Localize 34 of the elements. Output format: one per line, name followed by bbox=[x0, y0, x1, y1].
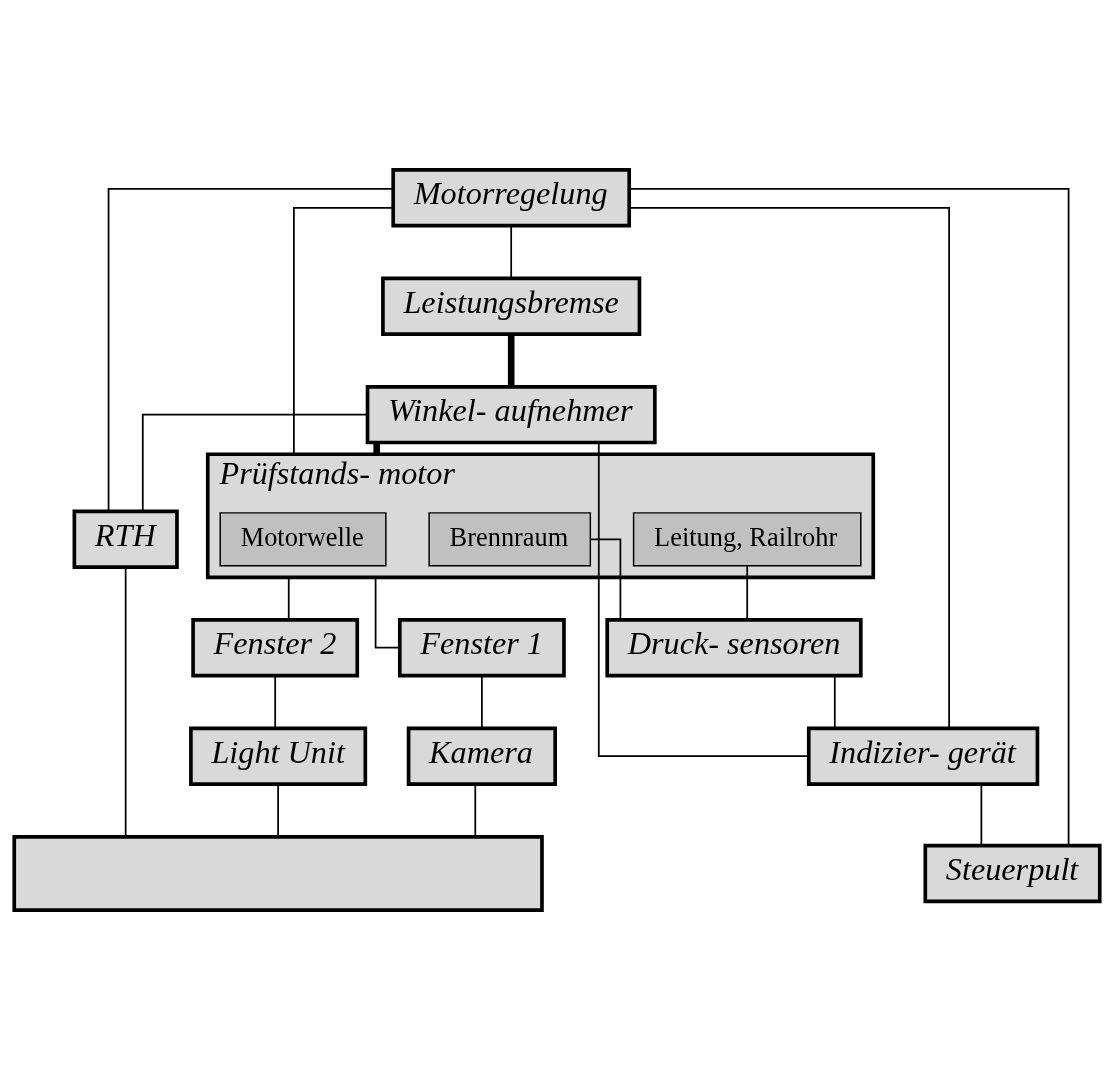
node-box: Light Unit bbox=[189, 726, 368, 786]
node-box: Fenster 2 bbox=[191, 617, 360, 677]
connector bbox=[107, 187, 394, 512]
connector bbox=[597, 441, 810, 757]
connector bbox=[628, 206, 950, 729]
connector bbox=[474, 783, 477, 837]
node-box bbox=[12, 834, 544, 912]
node-box: Motorregelung bbox=[391, 167, 632, 227]
node-box: Leitung, Railrohr bbox=[632, 511, 862, 566]
connector bbox=[274, 674, 277, 729]
node-box: Fenster 1 bbox=[397, 617, 566, 677]
node-box: Brennraum bbox=[428, 511, 592, 566]
connector bbox=[980, 783, 983, 846]
connector bbox=[481, 674, 483, 729]
node-box: Druck- sensoren bbox=[605, 617, 863, 677]
connector bbox=[141, 413, 369, 512]
connector bbox=[287, 576, 290, 621]
node-box: Steuerpult bbox=[923, 843, 1102, 903]
node-box: Leistungsbremse bbox=[381, 276, 642, 336]
node-box: Kamera bbox=[406, 726, 557, 786]
node-box: Motorwelle bbox=[219, 511, 387, 566]
connector bbox=[293, 206, 394, 455]
connector bbox=[277, 783, 279, 837]
connector bbox=[833, 674, 836, 729]
connector bbox=[510, 224, 513, 279]
node-box: Indizier- gerät bbox=[806, 726, 1040, 786]
connector bbox=[628, 187, 1070, 846]
node-box: RTH bbox=[72, 509, 179, 569]
connector bbox=[373, 442, 380, 454]
connector bbox=[746, 564, 749, 621]
connector bbox=[374, 576, 401, 649]
connector bbox=[589, 537, 622, 621]
node-box: Winkel- aufnehmer bbox=[365, 384, 657, 444]
connector bbox=[507, 333, 515, 386]
